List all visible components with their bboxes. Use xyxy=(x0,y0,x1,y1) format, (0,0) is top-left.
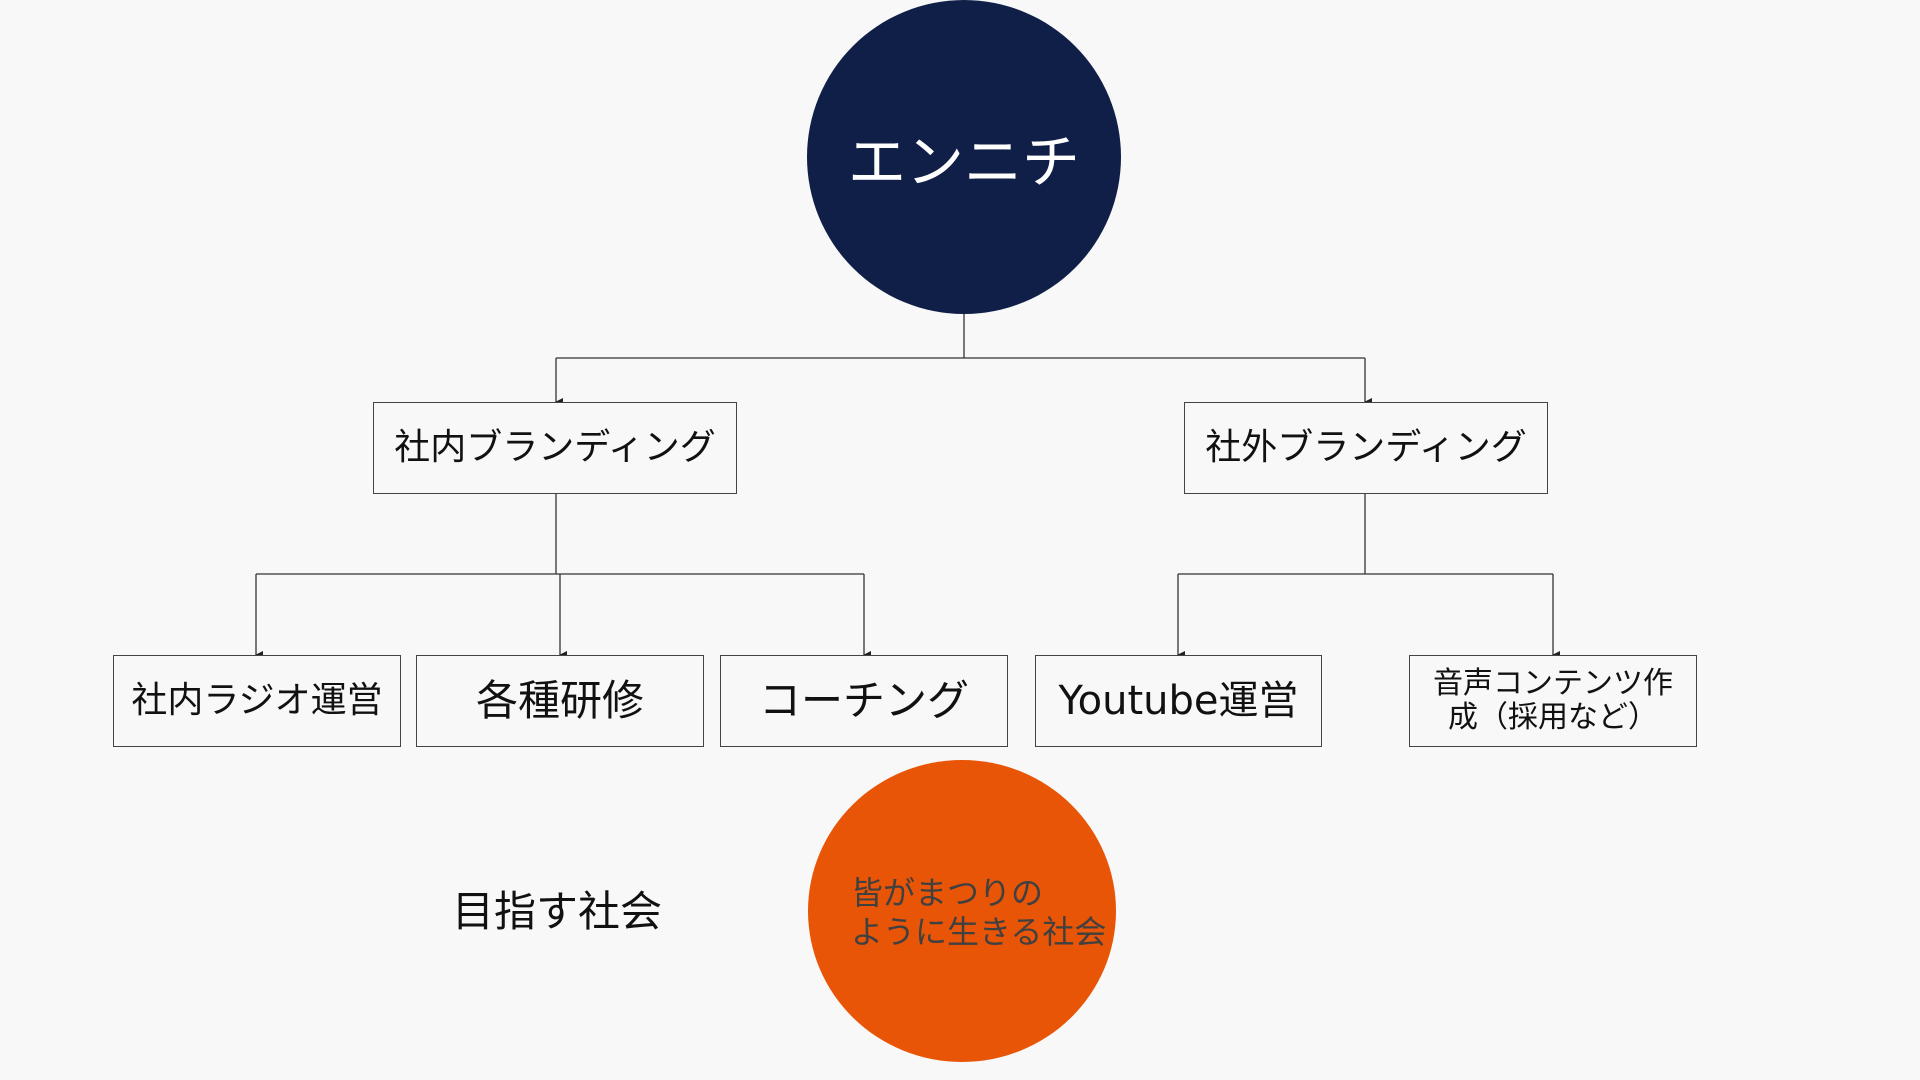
node-internal-radio: 社内ラジオ運営 xyxy=(113,655,401,747)
node-training: 各種研修 xyxy=(416,655,704,747)
node-audio-content: 音声コンテンツ作成（採用など） xyxy=(1409,655,1697,747)
goal-circle: 皆がまつりの ように生きる社会 xyxy=(808,760,1116,1062)
goal-text-line1: 皆がまつりの xyxy=(851,874,1044,912)
node-coaching: コーチング xyxy=(720,655,1008,747)
node-youtube: Youtube運営 xyxy=(1035,655,1322,747)
branch-internal-branding: 社内ブランディング xyxy=(373,402,737,494)
root-node: エンニチ xyxy=(807,0,1121,314)
branch-external-branding: 社外ブランディング xyxy=(1184,402,1548,494)
goal-label: 目指す社会 xyxy=(452,887,663,936)
goal-text-line2: ように生きる社会 xyxy=(851,913,1107,951)
root-label: エンニチ xyxy=(847,128,1080,196)
